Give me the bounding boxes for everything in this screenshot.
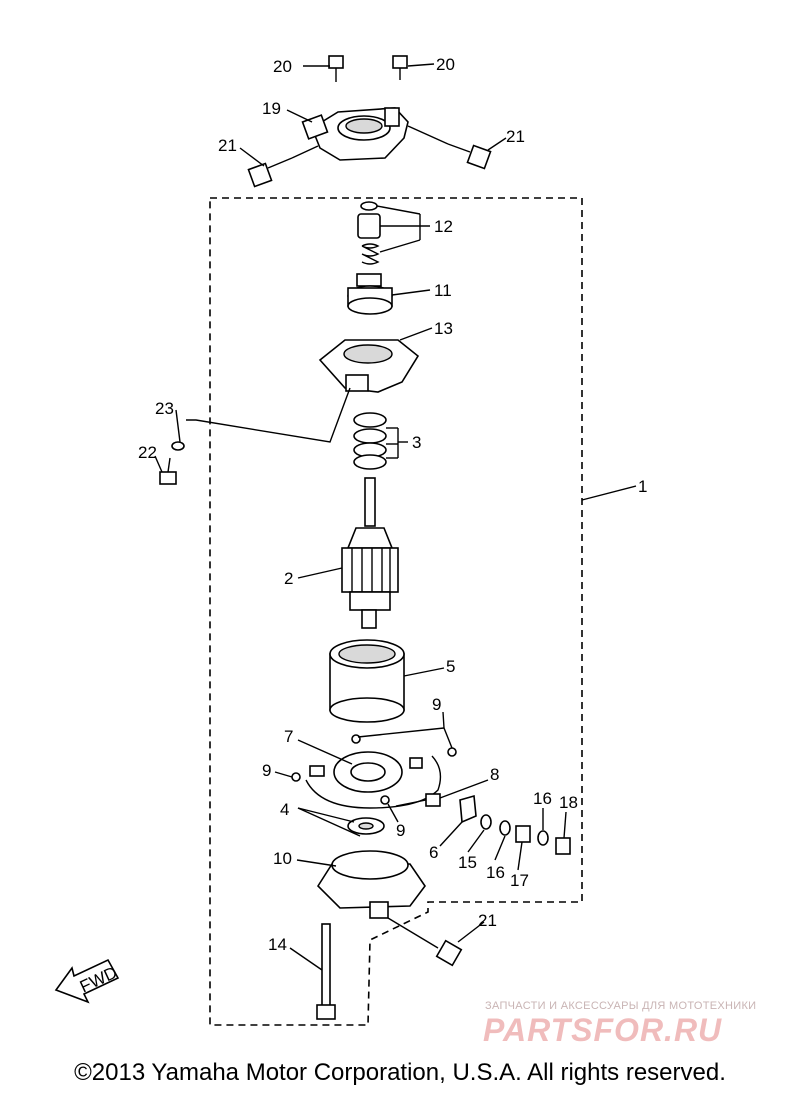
callout-19: 19 xyxy=(262,99,281,118)
callout-14: 14 xyxy=(268,935,287,954)
callout-13: 13 xyxy=(434,319,453,338)
bolt-part-21-left xyxy=(247,145,319,188)
rear-cover-part-10 xyxy=(316,850,426,919)
callout-12: 12 xyxy=(434,217,453,236)
screw-part-9-d xyxy=(447,747,457,757)
spring-set-part-12 xyxy=(357,201,381,265)
fwd-direction-arrow: FWD xyxy=(54,958,120,1004)
callout-18: 18 xyxy=(559,793,578,812)
front-cover-part-13 xyxy=(318,339,420,393)
pinion-part-11 xyxy=(347,273,393,315)
callout-22: 22 xyxy=(138,443,157,462)
through-bolt-part-14 xyxy=(316,923,336,1020)
washer-part-15 xyxy=(480,814,492,830)
callout-7: 7 xyxy=(284,727,293,746)
washer-part-16-b xyxy=(537,830,549,846)
leader-lines xyxy=(154,63,637,971)
callout-21-left: 21 xyxy=(218,136,237,155)
bracket-part-19 xyxy=(301,107,409,161)
callout-10: 10 xyxy=(273,849,292,868)
assembly-boundary xyxy=(209,197,583,1026)
screw-part-9-a xyxy=(291,772,301,782)
nut-part-17 xyxy=(515,825,531,843)
callout-11: 11 xyxy=(434,281,452,300)
washers-part-3 xyxy=(353,412,387,470)
screw-part-9-c xyxy=(380,795,390,805)
callout-20-left: 20 xyxy=(273,57,292,76)
washer-part-16-a xyxy=(499,820,511,836)
callout-17: 17 xyxy=(510,871,529,890)
callout-20-right: 20 xyxy=(436,55,455,74)
brush-holder-part-7 xyxy=(305,751,442,809)
callout-3: 3 xyxy=(412,433,421,452)
washer-part-23 xyxy=(171,441,185,451)
callout-16-bottom: 16 xyxy=(486,863,505,882)
yoke-part-5 xyxy=(329,639,405,723)
copyright-notice: ©2013 Yamaha Motor Corporation, U.S.A. A… xyxy=(74,1059,726,1086)
callout-4: 4 xyxy=(280,800,289,819)
watermark-logo: PARTSFOR.RU xyxy=(483,1012,723,1048)
insulator-part-6 xyxy=(459,794,477,824)
callout-21-right: 21 xyxy=(506,127,525,146)
callout-21-lower: 21 xyxy=(478,911,497,930)
callout-16-top: 16 xyxy=(533,789,552,808)
bolt-part-21-right xyxy=(407,125,492,170)
callout-9-bottom: 9 xyxy=(396,821,405,840)
callout-9-left: 9 xyxy=(262,761,271,780)
callout-9-top: 9 xyxy=(432,695,441,714)
callout-23: 23 xyxy=(155,399,174,418)
callout-labels: 20 20 19 21 21 12 11 13 23 22 3 1 2 5 9 … xyxy=(138,55,647,954)
callout-6: 6 xyxy=(429,843,438,862)
callout-5: 5 xyxy=(446,657,455,676)
callout-1: 1 xyxy=(638,477,647,496)
callout-15: 15 xyxy=(458,853,477,872)
screw-part-22 xyxy=(159,457,177,485)
callout-2: 2 xyxy=(284,569,293,588)
bolt-part-20-left xyxy=(328,55,344,82)
terminal-bolt-part-8 xyxy=(395,793,441,807)
nut-part-18 xyxy=(555,837,571,855)
bolt-part-21-lower xyxy=(387,917,463,967)
watermark-tagline: ЗАПЧАСТИ И АКСЕССУАРЫ ДЛЯ МОТОТЕХНИКИ xyxy=(485,1000,757,1012)
bolt-part-20-right xyxy=(392,55,408,80)
armature-part-2 xyxy=(341,477,399,629)
washer-part-4 xyxy=(347,817,385,835)
callout-8: 8 xyxy=(490,765,499,784)
screw-part-9-b xyxy=(351,734,361,744)
